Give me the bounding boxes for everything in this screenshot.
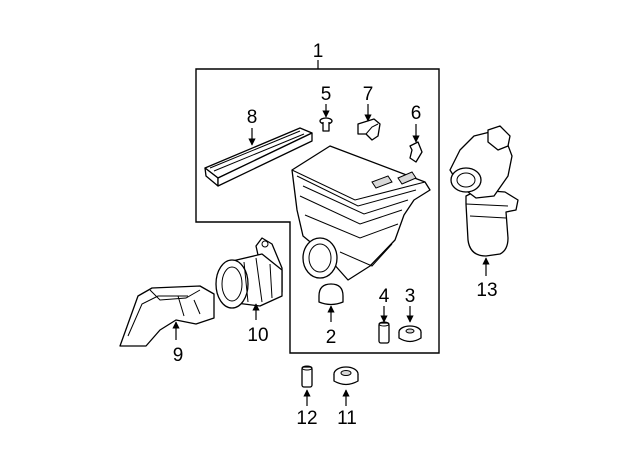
callout-10: 10 [247, 325, 268, 346]
air-cleaner-housing-part [291, 145, 431, 281]
callout-9: 9 [173, 345, 184, 366]
cap-part [318, 283, 344, 306]
callout-4: 4 [379, 286, 390, 307]
assembly-frame [195, 68, 440, 354]
intake-duct-part [119, 285, 215, 347]
callout-13: 13 [476, 280, 497, 301]
grommet-part [398, 325, 422, 343]
callout-5: 5 [321, 84, 332, 105]
air-filter-part [204, 127, 313, 187]
callout-12: 12 [296, 408, 317, 429]
callout-6: 6 [411, 103, 422, 124]
callout-8: 8 [247, 107, 258, 128]
sleeve-small-part [301, 365, 313, 388]
clip-part [409, 141, 423, 163]
callout-11: 11 [337, 408, 357, 429]
callout-2: 2 [326, 327, 337, 348]
bolt-part [319, 117, 333, 132]
maf-sensor-part [357, 118, 381, 141]
callout-7: 7 [363, 84, 374, 105]
duct-adapter-part [215, 237, 283, 309]
sleeve-part [378, 321, 390, 344]
resonator-part [449, 125, 519, 257]
callout-1: 1 [313, 41, 324, 62]
grommet-small-part [333, 366, 359, 386]
callout-3: 3 [405, 286, 416, 307]
